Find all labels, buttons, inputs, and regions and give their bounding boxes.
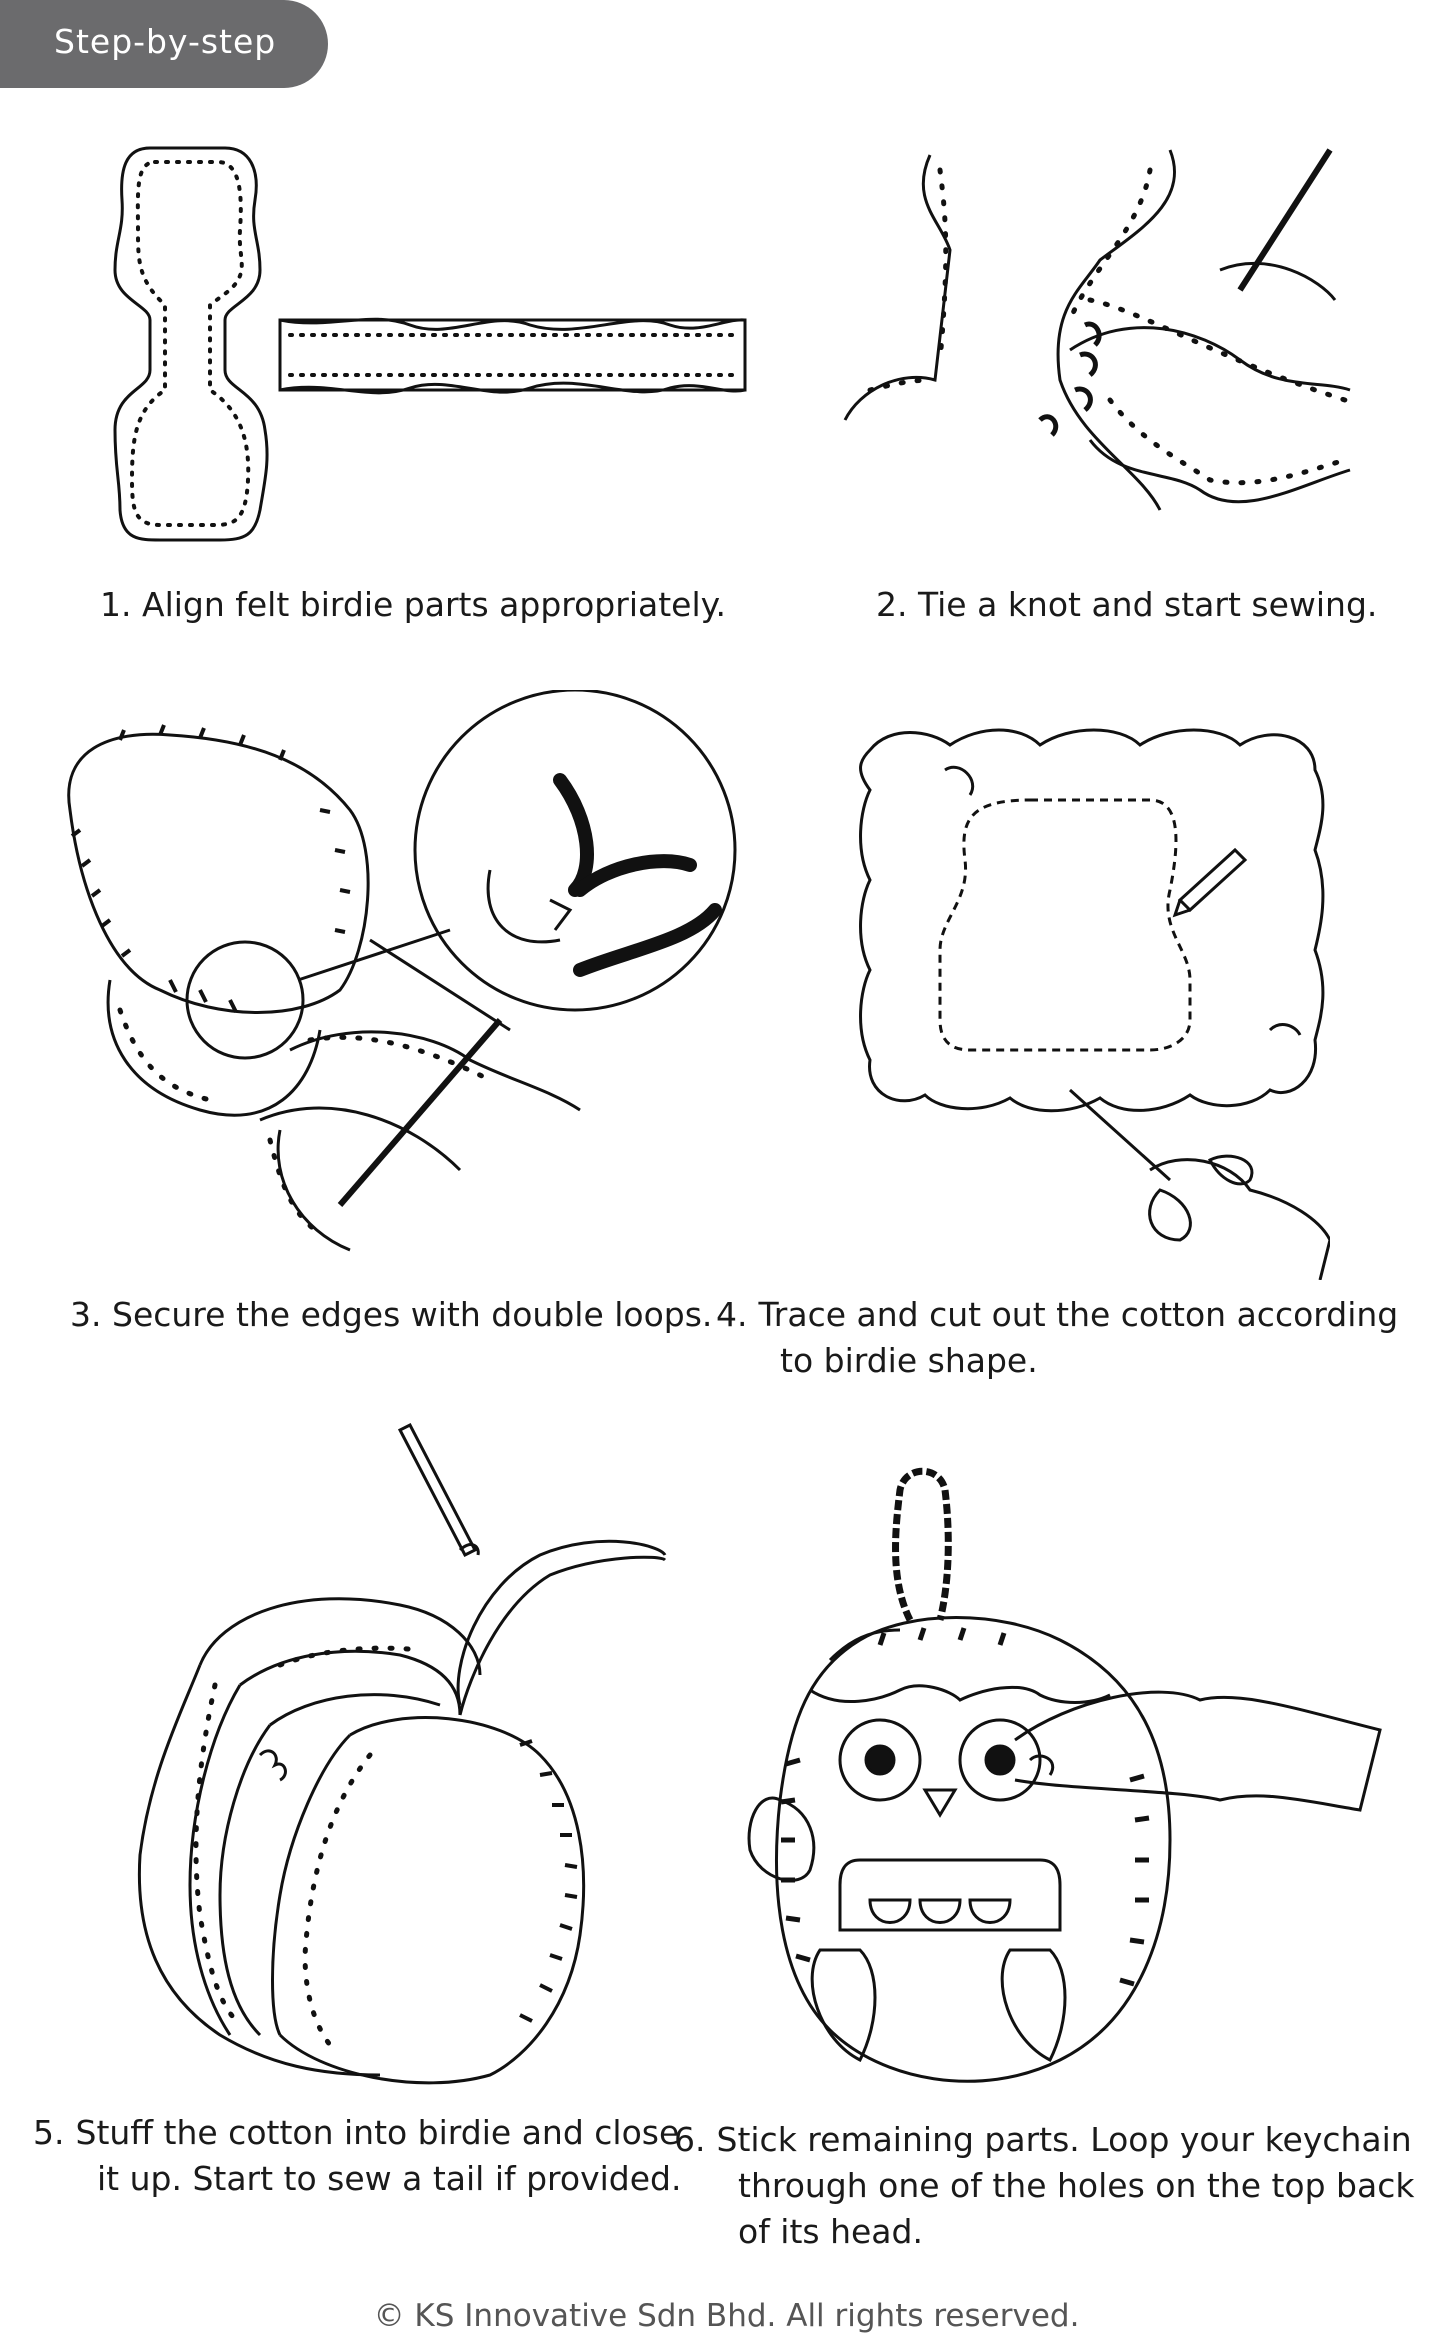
step-1-caption: 1. Align felt birdie parts appropriately… (100, 582, 740, 628)
step-number: 2. (876, 585, 908, 624)
step-2-illustration (840, 140, 1360, 560)
step-text: Tie a knot and start sewing. (918, 585, 1378, 624)
step-text: Stick remaining parts. Loop your keychai… (716, 2120, 1415, 2251)
step-3-caption: 3. Secure the edges with double loops. (70, 1292, 750, 1338)
step-number: 1. (100, 585, 132, 624)
step-6-caption: 6. Stick remaining parts. Loop your keyc… (674, 2120, 1415, 2251)
copyright-footer: © KS Innovative Sdn Bhd. All rights rese… (373, 2298, 1080, 2334)
step-5-illustration (120, 1415, 680, 2095)
step-2-caption: 2. Tie a knot and start sewing. (876, 582, 1436, 628)
step-text: Secure the edges with double loops. (112, 1295, 713, 1334)
step-4-illustration (850, 720, 1330, 1280)
step-5-caption: 5. Stuff the cotton into birdie and clos… (33, 2113, 682, 2198)
step-text: Stuff the cotton into birdie and close i… (75, 2113, 682, 2198)
step-by-step-tab: Step-by-step (0, 0, 328, 88)
step-number: 3. (70, 1295, 102, 1334)
step-3-illustration (50, 690, 750, 1280)
step-4-caption: 4. Trace and cut out the cotton accordin… (716, 1295, 1399, 1380)
step-6-illustration (740, 1460, 1400, 2100)
step-text: Align felt birdie parts appropriately. (142, 585, 726, 624)
tab-label: Step-by-step (54, 22, 277, 61)
step-1-illustration (110, 140, 750, 550)
step-text: Trace and cut out the cotton according t… (758, 1295, 1399, 1380)
